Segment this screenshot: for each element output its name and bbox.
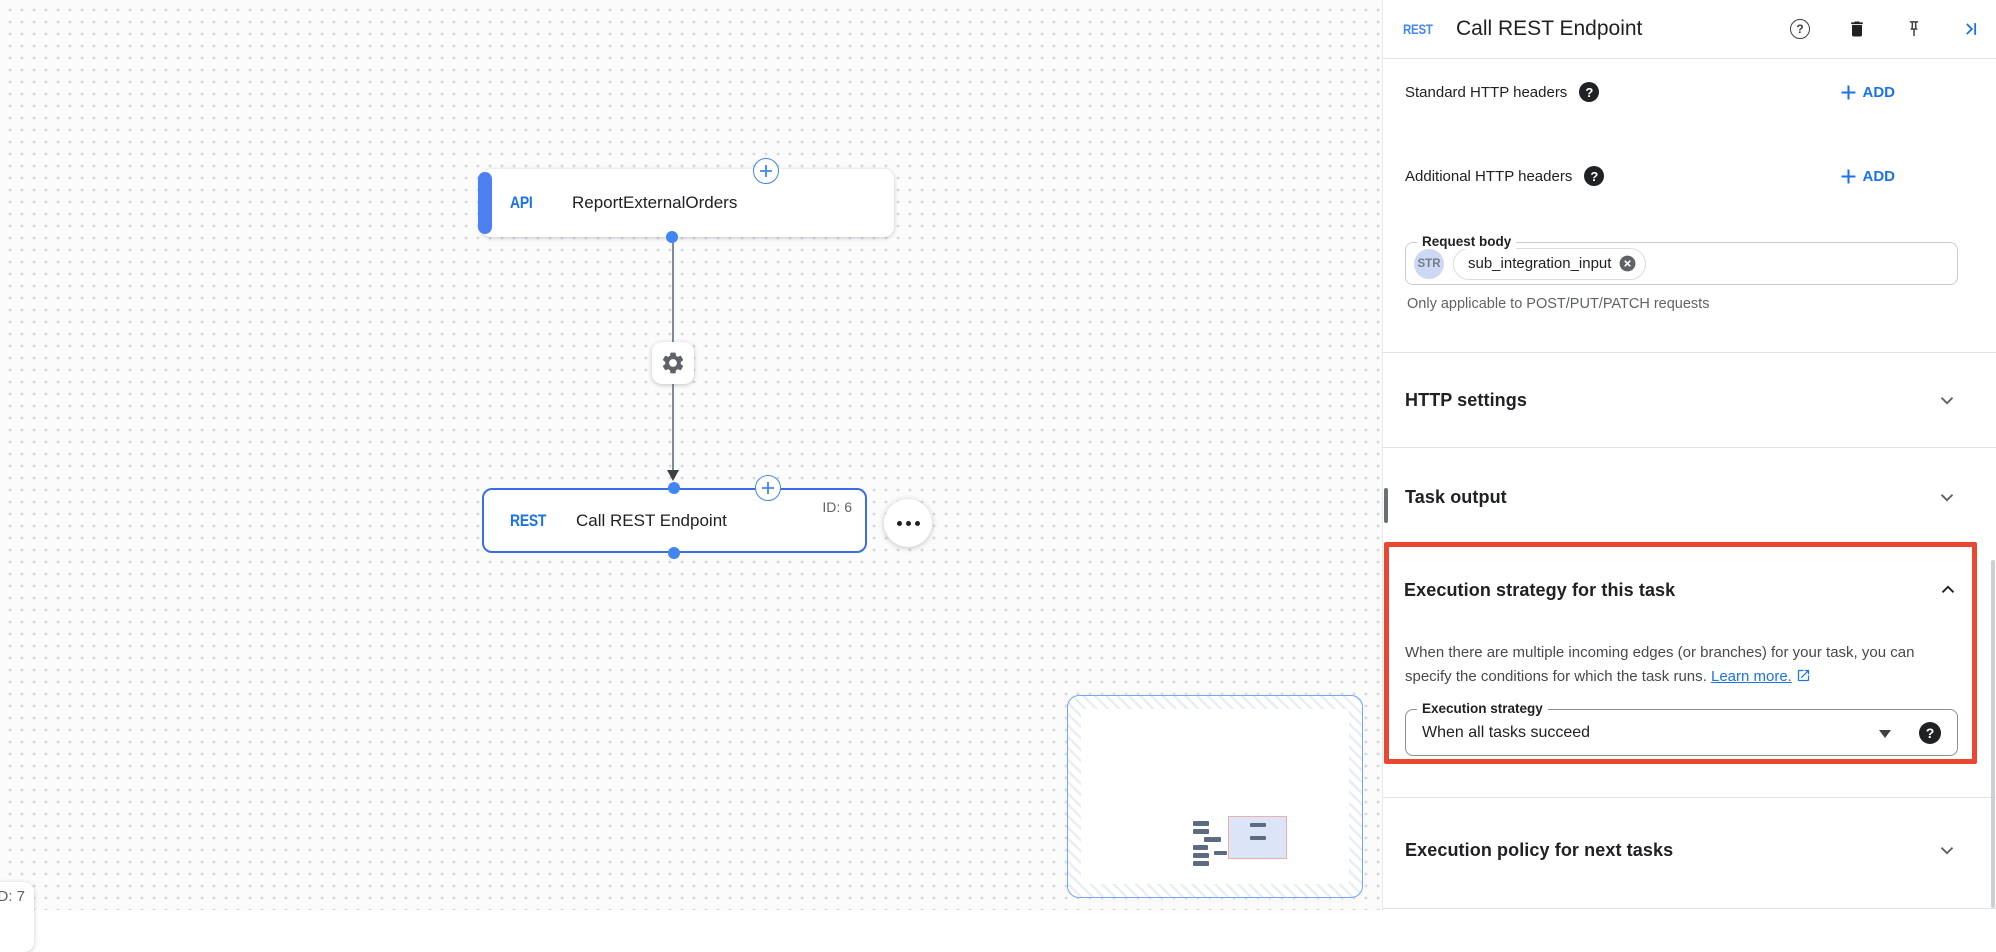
edge-arrowhead-icon bbox=[667, 470, 679, 481]
rest-node-label: Call REST Endpoint bbox=[576, 510, 727, 530]
chevron-down-icon bbox=[1940, 397, 1954, 405]
panel-scrollbar[interactable] bbox=[1991, 560, 1995, 908]
rest-badge: REST bbox=[1403, 21, 1433, 37]
string-type-chip: STR bbox=[1414, 248, 1444, 279]
minimap-node-bar bbox=[1250, 836, 1266, 840]
minimap[interactable] bbox=[1067, 695, 1363, 898]
add-additional-header-button[interactable]: ADD bbox=[1841, 167, 1896, 185]
api-trigger-node[interactable]: API ReportExternalOrders bbox=[478, 169, 894, 237]
chevron-down-icon bbox=[1940, 494, 1954, 502]
task-id-label: D: 7 bbox=[0, 888, 25, 905]
task-id-label: ID: 6 bbox=[822, 499, 852, 515]
add-task-button[interactable] bbox=[755, 475, 781, 501]
divider bbox=[1383, 58, 1996, 59]
execution-policy-label: Execution policy for next tasks bbox=[1405, 839, 1674, 860]
learn-more-link[interactable]: Learn more. bbox=[1711, 668, 1792, 685]
minimap-surface bbox=[1081, 709, 1349, 884]
input-port[interactable] bbox=[668, 482, 680, 494]
add-standard-header-button[interactable]: ADD bbox=[1841, 83, 1896, 101]
execution-strategy-value: When all tasks succeed bbox=[1422, 723, 1591, 741]
variable-chip-label: sub_integration_input bbox=[1468, 255, 1612, 272]
remove-variable-icon[interactable] bbox=[1618, 254, 1637, 273]
execution-strategy-field-label: Execution strategy bbox=[1417, 701, 1548, 716]
minimap-node-bar bbox=[1193, 861, 1209, 866]
output-port[interactable] bbox=[666, 231, 678, 243]
minimap-node-bar bbox=[1214, 851, 1227, 855]
output-port[interactable] bbox=[668, 547, 680, 559]
execution-strategy-description: When there are multiple incoming edges (… bbox=[1405, 644, 1915, 685]
delete-task-button[interactable] bbox=[1845, 17, 1869, 41]
help-icon[interactable]: ? bbox=[1584, 166, 1605, 186]
api-badge: API bbox=[510, 193, 533, 212]
divider bbox=[1383, 352, 1996, 353]
node-more-actions-button[interactable] bbox=[884, 499, 932, 547]
request-body-helper: Only applicable to POST/PUT/PATCH reques… bbox=[1407, 296, 1710, 312]
minimap-viewport[interactable] bbox=[1228, 816, 1287, 859]
gear-icon bbox=[662, 352, 684, 374]
chevron-down-icon bbox=[1940, 847, 1954, 855]
add-label: ADD bbox=[1862, 83, 1896, 101]
execution-strategy-title: Execution strategy for this task bbox=[1404, 579, 1676, 600]
pin-icon bbox=[1909, 21, 1919, 37]
additional-http-headers-label: Additional HTTP headers bbox=[1405, 167, 1573, 185]
minimap-node-bar bbox=[1193, 829, 1209, 834]
minimap-node-bar bbox=[1204, 837, 1221, 842]
partial-task-node[interactable]: D: 7 bbox=[0, 882, 34, 952]
highlight-box bbox=[1384, 542, 1977, 764]
minimap-node-bar bbox=[1193, 821, 1209, 826]
minimap-node-bar bbox=[1193, 853, 1209, 858]
collapse-panel-button[interactable] bbox=[1959, 17, 1983, 41]
help-icon[interactable]: ? bbox=[1919, 722, 1941, 744]
node-accent-bar bbox=[478, 172, 492, 234]
dropdown-caret-icon bbox=[1879, 730, 1891, 738]
task-config-panel: REST Call REST Endpoint ? Standard HTT bbox=[1382, 0, 1996, 910]
minimap-node-bar bbox=[1250, 823, 1266, 827]
http-settings-label: HTTP settings bbox=[1405, 389, 1527, 410]
divider bbox=[1383, 797, 1996, 798]
scroll-position-indicator bbox=[1384, 488, 1388, 523]
rest-badge: REST bbox=[510, 510, 547, 530]
application-integration-editor: API ReportExternalOrders REST Call REST … bbox=[0, 0, 1996, 910]
panel-header: REST Call REST Endpoint ? bbox=[1383, 0, 1996, 58]
workflow-canvas[interactable]: API ReportExternalOrders REST Call REST … bbox=[0, 0, 1382, 952]
trash-icon bbox=[1851, 21, 1863, 37]
help-icon: ? bbox=[1790, 19, 1810, 39]
standard-http-headers-row: Standard HTTP headers ? ADD bbox=[1405, 74, 1958, 110]
add-label: ADD bbox=[1862, 167, 1896, 185]
divider bbox=[1383, 908, 1996, 909]
additional-http-headers-row: Additional HTTP headers ? ADD bbox=[1405, 158, 1958, 194]
plus-icon bbox=[762, 482, 774, 494]
add-task-button[interactable] bbox=[753, 158, 779, 184]
divider bbox=[1383, 447, 1996, 448]
rest-task-node[interactable]: REST Call REST Endpoint ID: 6 bbox=[482, 488, 867, 553]
task-output-label: Task output bbox=[1405, 486, 1507, 507]
chevron-up-icon bbox=[1941, 585, 1955, 593]
execution-policy-section[interactable]: Execution policy for next tasks bbox=[1405, 826, 1958, 874]
request-body-field[interactable]: Request body STR sub_integration_input bbox=[1405, 234, 1958, 285]
collapse-right-icon bbox=[1966, 23, 1977, 35]
plus-icon bbox=[1841, 169, 1855, 183]
ellipsis-icon bbox=[896, 520, 902, 526]
plus-icon bbox=[1841, 85, 1855, 99]
minimap-node-bar bbox=[1193, 845, 1208, 850]
request-body-label: Request body bbox=[1417, 234, 1517, 249]
standard-http-headers-label: Standard HTTP headers bbox=[1405, 83, 1568, 101]
task-output-section[interactable]: Task output bbox=[1405, 473, 1958, 521]
http-settings-section[interactable]: HTTP settings bbox=[1405, 376, 1958, 424]
panel-title: Call REST Endpoint bbox=[1456, 17, 1643, 40]
help-icon[interactable]: ? bbox=[1579, 82, 1600, 102]
execution-strategy-section[interactable]: Execution strategy for this task bbox=[1404, 566, 1959, 614]
help-button[interactable]: ? bbox=[1788, 17, 1812, 41]
variable-chip[interactable]: sub_integration_input bbox=[1453, 247, 1647, 280]
edge-settings-button[interactable] bbox=[652, 342, 694, 384]
pin-panel-button[interactable] bbox=[1902, 17, 1926, 41]
plus-icon bbox=[760, 165, 772, 177]
api-node-label: ReportExternalOrders bbox=[572, 193, 738, 212]
execution-strategy-select[interactable]: Execution strategy When all tasks succee… bbox=[1405, 701, 1958, 756]
external-link-icon bbox=[1797, 669, 1810, 682]
